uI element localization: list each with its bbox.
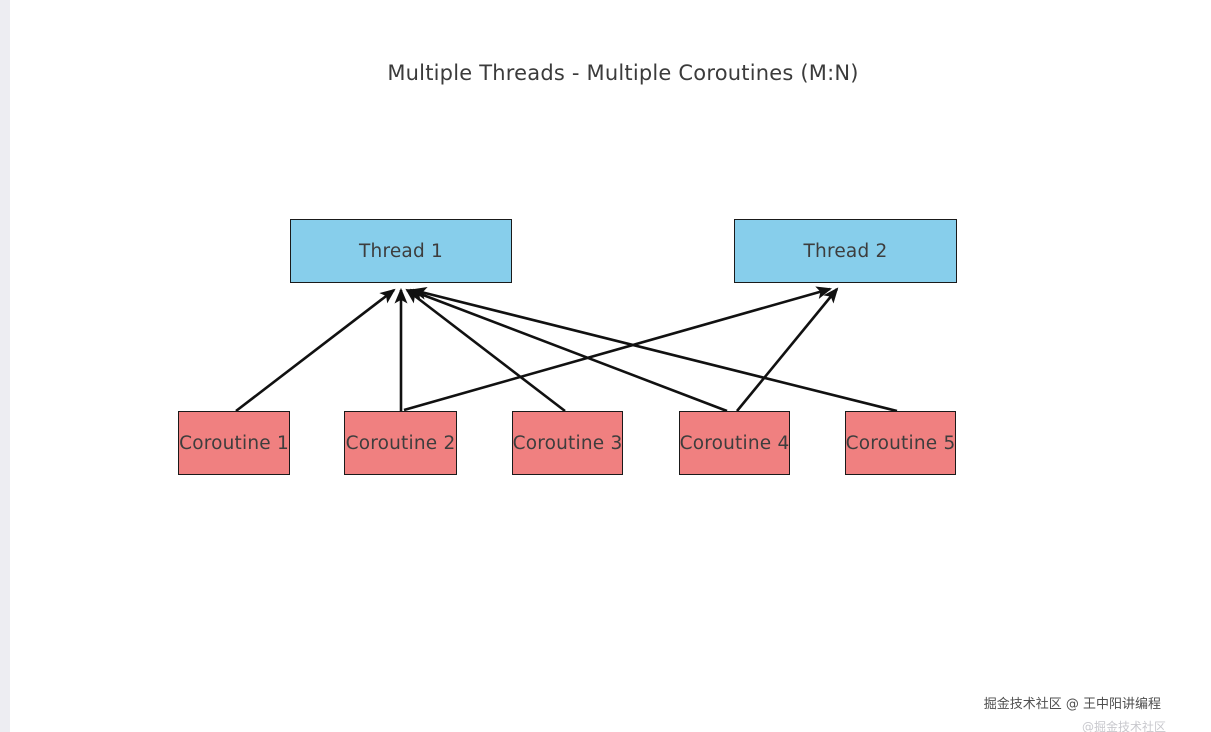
node-label-coroutine-4: Coroutine 4 (679, 432, 790, 454)
node-label-coroutine-5: Coroutine 5 (845, 432, 956, 454)
edge-coroutine-3-to-thread-1 (405, 288, 566, 413)
node-label-coroutine-3: Coroutine 3 (512, 432, 623, 454)
page-margin-strip (0, 0, 10, 732)
node-coroutine-3: Coroutine 3 (512, 411, 623, 475)
node-coroutine-2: Coroutine 2 (344, 411, 457, 475)
edge-coroutine-2-to-thread-2 (403, 286, 833, 412)
node-label-coroutine-1: Coroutine 1 (179, 432, 289, 454)
watermark-text: 掘金技术社区 @ 王中阳讲编程 (983, 697, 1161, 712)
node-thread-2: Thread 2 (734, 219, 957, 283)
node-label-thread-1: Thread 1 (359, 240, 443, 262)
node-coroutine-1: Coroutine 1 (178, 411, 290, 475)
node-thread-1: Thread 1 (290, 219, 512, 283)
diagram-title: Multiple Threads - Multiple Coroutines (… (387, 61, 859, 85)
node-label-thread-2: Thread 2 (803, 240, 888, 262)
node-coroutine-5: Coroutine 5 (845, 411, 956, 475)
watermark-faint-text: @掘金技术社区 (1081, 720, 1166, 732)
edge-coroutine-1-to-thread-1 (235, 288, 396, 413)
node-coroutine-4: Coroutine 4 (679, 411, 790, 475)
node-label-coroutine-2: Coroutine 2 (345, 432, 456, 454)
edge-coroutine-5-to-thread-1 (410, 286, 898, 413)
edge-coroutine-4-to-thread-1 (408, 288, 728, 413)
edge-coroutine-4-to-thread-2 (735, 287, 839, 412)
